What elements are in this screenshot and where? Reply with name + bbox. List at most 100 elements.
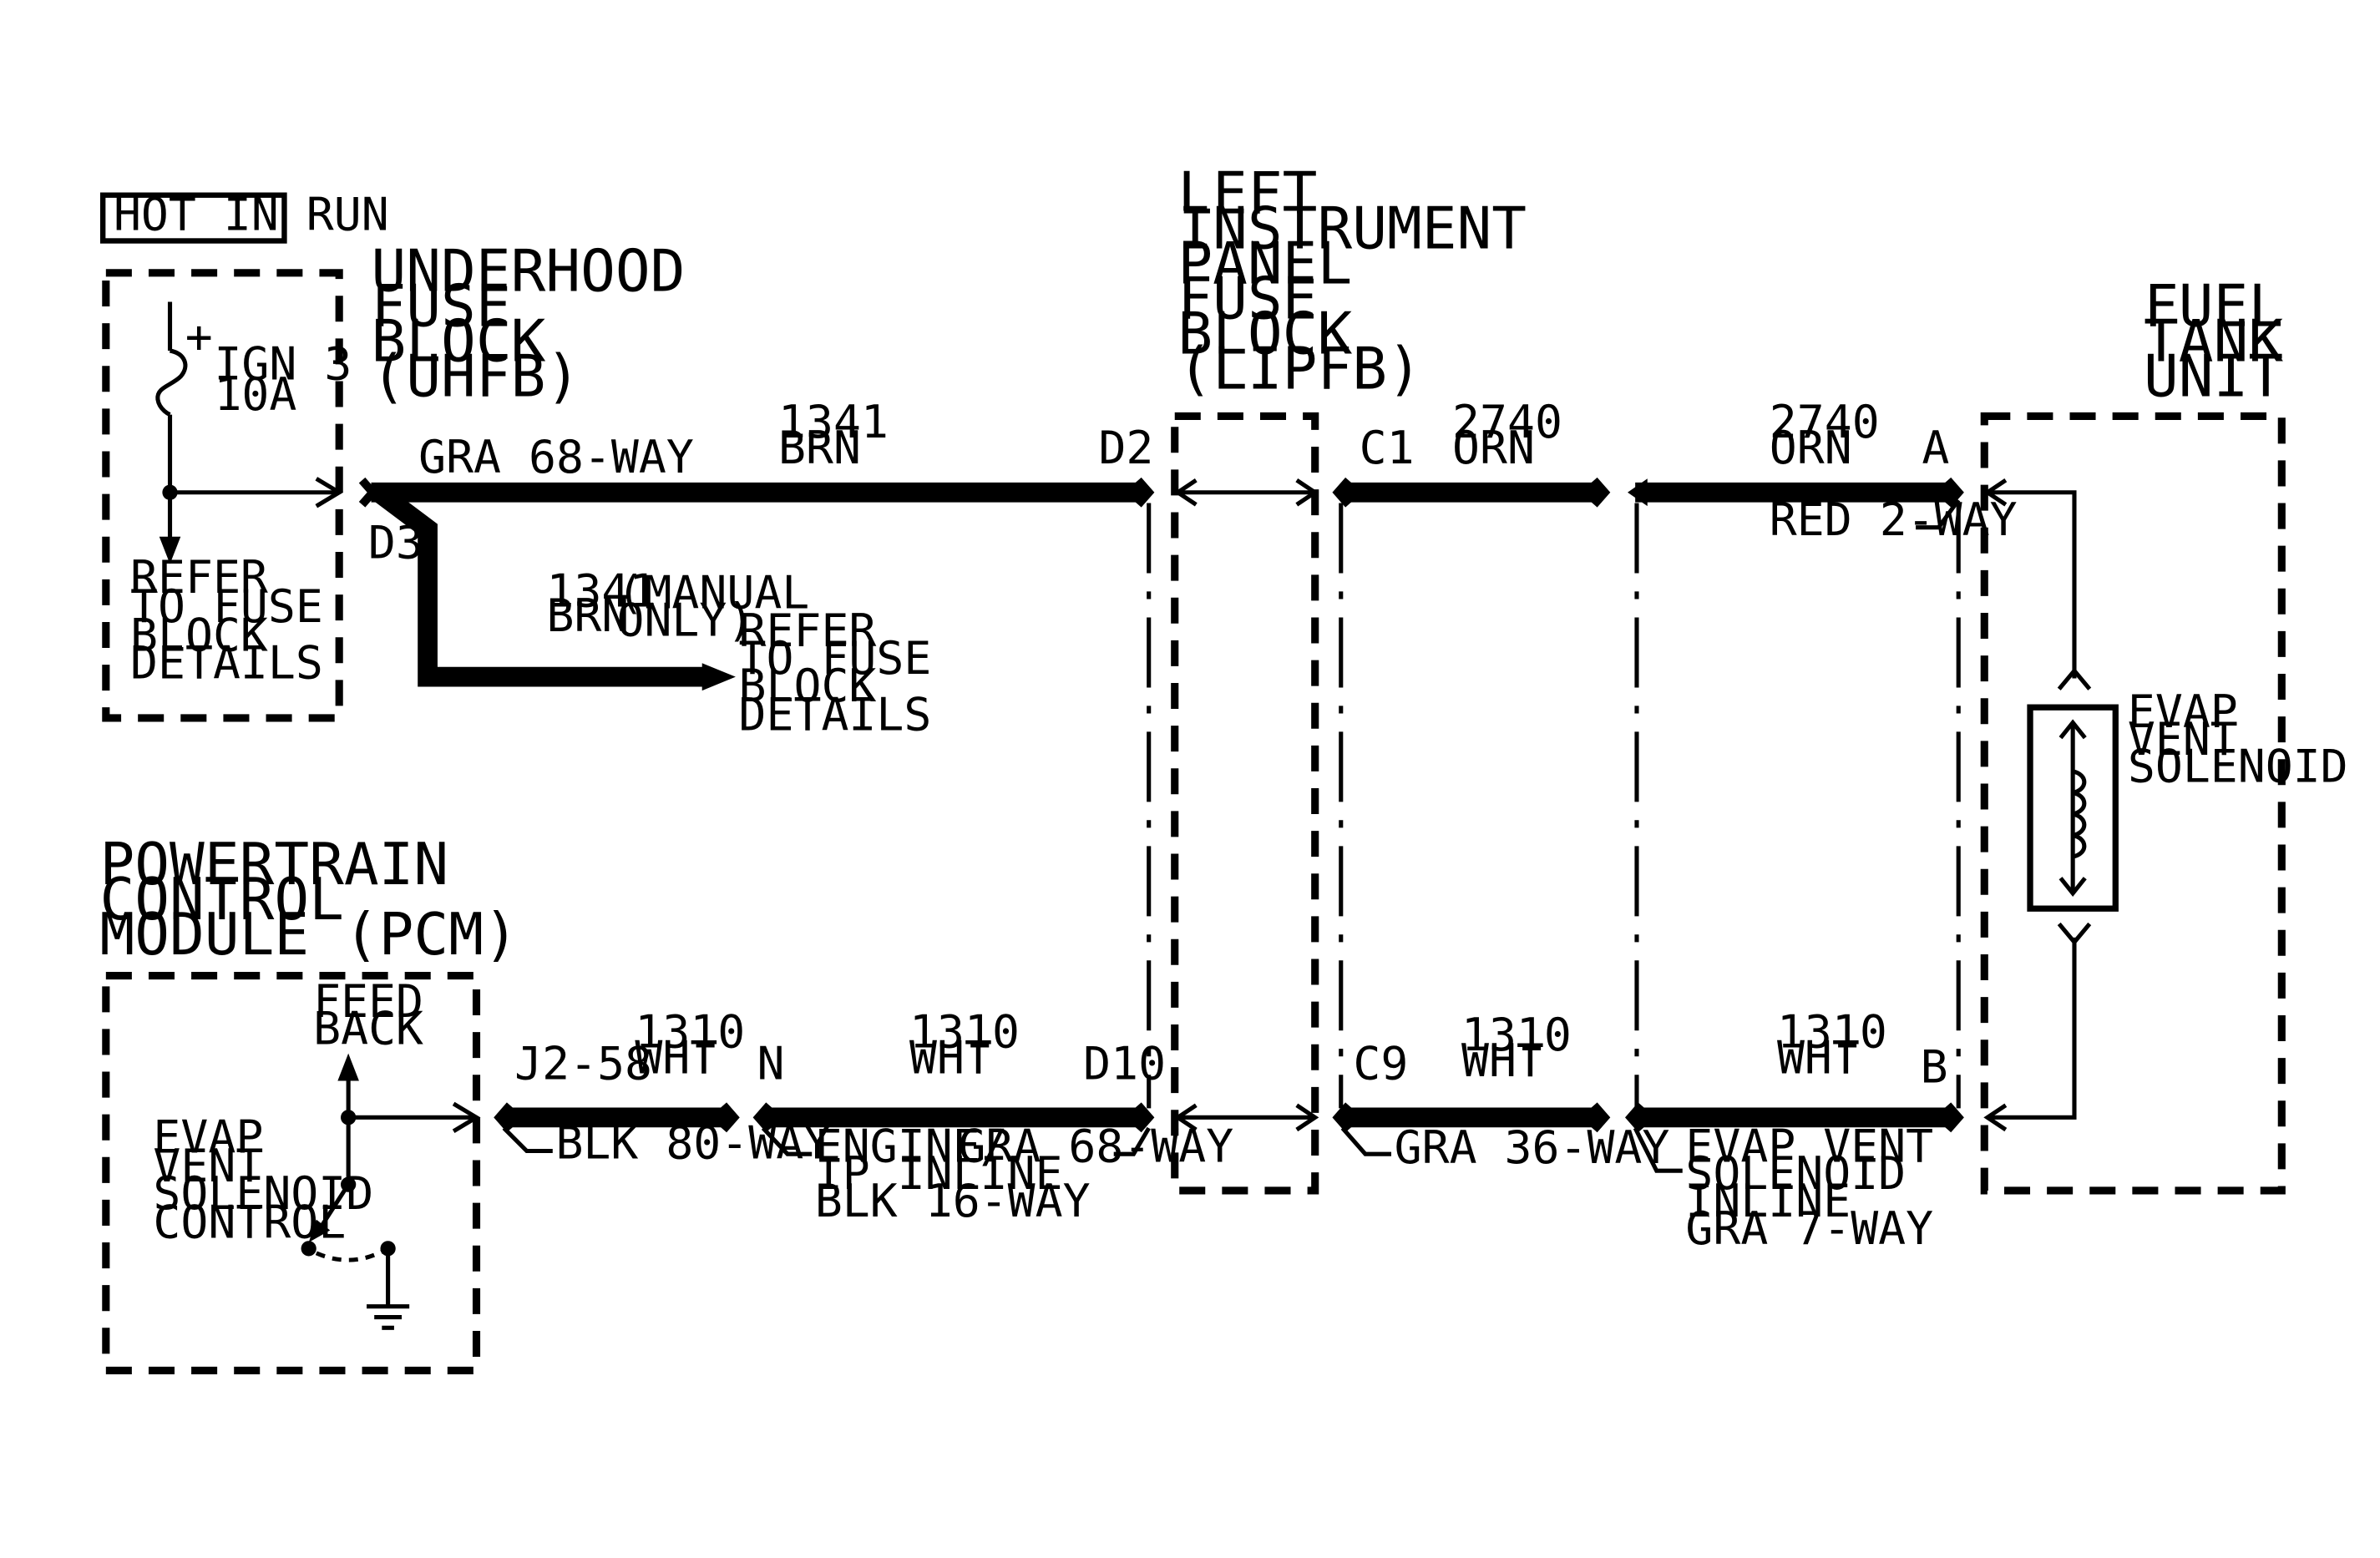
svg-text:LEFT: LEFT <box>1177 161 1317 228</box>
refer-down-arrow-icon <box>159 492 181 564</box>
svg-text:REFER: REFER <box>739 604 877 657</box>
uhfb-box <box>102 269 343 722</box>
svg-text:CONTROL: CONTROL <box>153 1196 346 1249</box>
wire-1310b-color: WHT <box>909 1030 992 1084</box>
svg-text:DETAILS: DETAILS <box>130 635 323 689</box>
svg-text:VENT: VENT <box>2128 712 2238 766</box>
engine-ip-inline-label: ENGINE/ IP INLINE BLK 16-WAY <box>815 1119 1091 1227</box>
gra36-leader <box>1340 1126 1392 1156</box>
svg-text:PANEL: PANEL <box>1177 231 1352 298</box>
svg-text:SOLENOID: SOLENOID <box>153 1166 373 1220</box>
svg-text:EVAP VENT: EVAP VENT <box>1685 1119 1933 1172</box>
svg-text:VENT: VENT <box>153 1139 263 1192</box>
svg-text:BLOCK: BLOCK <box>1177 301 1352 368</box>
wire-2740b-number: 2740 <box>1770 395 1880 448</box>
pin-c9: C9 <box>1353 1037 1408 1090</box>
svg-text:SOLENOID: SOLENOID <box>2128 740 2348 793</box>
hot-in-run-label: HOT IN RUN <box>99 188 389 244</box>
solenoid-coil-icon <box>2058 719 2087 898</box>
svg-text:FUSE: FUSE <box>372 274 511 341</box>
svg-text:BLOCK: BLOCK <box>739 659 877 712</box>
lipfb-title: LEFT INSTRUMENT PANEL FUSE BLOCK (LIPFB) <box>1177 161 1527 403</box>
svg-text:EVAP: EVAP <box>153 1110 263 1163</box>
svg-text:DETAILS: DETAILS <box>739 688 932 741</box>
wire-1310c-color: WHT <box>1461 1034 1544 1087</box>
fuse-icon <box>155 301 188 493</box>
evap-solenoid-label: EVAP VENT SOLENOID <box>2128 685 2348 793</box>
wire-1310-wht-a <box>494 1102 740 1133</box>
fuse-name: IGN 3 <box>214 337 352 391</box>
svg-text:FUEL: FUEL <box>2144 274 2283 341</box>
svg-text:UNIT: UNIT <box>2144 344 2283 411</box>
wire-1341-color: BRN <box>778 421 861 474</box>
pcm-output-arrow-icon <box>348 1101 481 1133</box>
wire-2740-orn-a <box>1332 477 1611 508</box>
svg-text:MODULE (PCM): MODULE (PCM) <box>100 902 519 969</box>
wire-1310-wht-b <box>752 1102 1155 1133</box>
evap-solenoid-body <box>2027 704 2119 912</box>
uhfb-output-arrow-icon <box>170 477 344 508</box>
fuse-plus: + <box>185 310 213 363</box>
pin-c1: C1 <box>1360 421 1415 474</box>
red-2way-leader <box>1916 498 1961 530</box>
svg-text:SOLENOID: SOLENOID <box>1685 1146 1906 1200</box>
wire-2740b-color: ORN <box>1770 421 1852 474</box>
feed-back-label-2: BACK <box>313 1002 423 1055</box>
svg-text:(UHFB): (UHFB) <box>372 344 581 411</box>
pcm-box <box>102 971 481 1374</box>
svg-text:IP INLINE: IP INLINE <box>815 1146 1063 1200</box>
wire-2740a-number: 2740 <box>1452 395 1562 448</box>
branch-wire-color: BRN <box>546 589 629 642</box>
svg-text:ENGINE/: ENGINE/ <box>815 1119 1008 1172</box>
evap-control-label: EVAP VENT SOLENOID CONTROL <box>153 1110 373 1248</box>
pin-b: B <box>1921 1040 1948 1093</box>
wire-1310c-number: 1310 <box>1461 1008 1572 1061</box>
feed-back-label-1: FEED <box>313 974 423 1028</box>
svg-text:INLINE: INLINE <box>1685 1174 1851 1227</box>
wire-1341-branch <box>372 484 736 691</box>
fuel-tank-bottom-input-arrow-icon <box>1983 922 2092 1132</box>
svg-text:GRA 7-WAY: GRA 7-WAY <box>1685 1201 1933 1255</box>
svg-text:TO FUSE: TO FUSE <box>739 631 932 685</box>
wire-1310-wht-d <box>1624 1102 1964 1133</box>
wire-1310d-number: 1310 <box>1777 1004 1887 1058</box>
lipfb-box <box>1171 412 1319 1195</box>
branch-wire-number: 1341 <box>546 564 656 618</box>
ground-icon <box>367 1248 410 1330</box>
evap-inline-label: EVAP VENT SOLENOID INLINE GRA 7-WAY <box>1685 1119 1933 1255</box>
connector-d2-icon <box>1135 477 1155 508</box>
connector-d3-icon <box>358 477 379 508</box>
wire-1341-number: 1341 <box>778 395 889 448</box>
lipfb-top-pass-through <box>1173 478 1319 507</box>
svg-text:(LIPFB): (LIPFB) <box>1177 336 1421 403</box>
branch-note-1: (MANUAL <box>616 566 809 620</box>
pin-a: A <box>1922 421 1949 474</box>
svg-text:HOT IN RUN: HOT IN RUN <box>114 188 389 241</box>
branch-note-2: ONLY) <box>616 593 754 646</box>
wire-1310a-number: 1310 <box>635 1004 745 1058</box>
uhfb-title: UNDERHOOD FUSE BLOCK (UHFB) <box>372 239 686 411</box>
pcm-title: POWERTRAIN CONTROL MODULE (PCM) <box>100 832 519 969</box>
lipfb-bottom-pass-through <box>1173 1103 1319 1132</box>
pin-j2-58: J2-58 <box>514 1037 652 1090</box>
svg-text:REFER: REFER <box>130 550 268 604</box>
fuel-tank-box <box>1980 412 2286 1195</box>
gra68-bottom-leader <box>1113 1126 1151 1156</box>
engine-ip-leader <box>761 1126 813 1156</box>
fuse-rating: 10A <box>214 367 296 421</box>
wire-1310d-color: WHT <box>1777 1030 1860 1084</box>
svg-text:TO FUSE: TO FUSE <box>130 579 323 633</box>
svg-text:BLOCK: BLOCK <box>130 609 268 662</box>
evap-inline-leader <box>1633 1126 1683 1173</box>
gra36-label: GRA 36-WAY <box>1395 1120 1670 1174</box>
wire-2740a-color: ORN <box>1452 421 1535 474</box>
gra68-top-label: GRA 68-WAY <box>418 430 694 483</box>
wire-2740-orn-b <box>1628 477 1964 508</box>
fuel-tank-top-input-arrow-icon <box>1983 478 2092 690</box>
wire-1310b-number: 1310 <box>909 1004 1020 1058</box>
refer-left-label: REFER TO FUSE BLOCK DETAILS <box>130 550 323 689</box>
pin-d10: D10 <box>1083 1037 1166 1090</box>
fuel-tank-title: FUEL TANK UNIT <box>2144 274 2283 411</box>
blk80-leader <box>502 1126 553 1154</box>
